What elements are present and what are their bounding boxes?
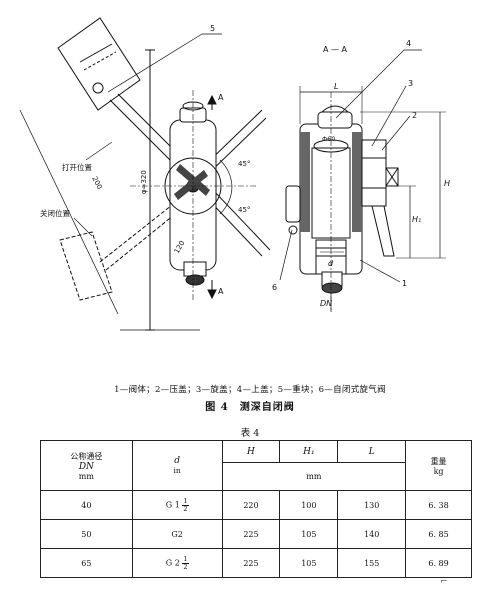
dim-H1: H₁ [412, 215, 421, 224]
parts-list-caption: 1—阀体；2—压盖；3—旋盖；4—上盖；5—重块；6—自闭式旋气阀 [114, 385, 386, 395]
header-d: d in [131, 440, 223, 491]
header-H1: H₁ [279, 440, 339, 463]
dim-320: φ≈320 [140, 170, 148, 194]
section-arrow-a-top: A [218, 93, 224, 102]
dim-L: L [334, 82, 338, 91]
part-number-4: 4 [406, 39, 411, 48]
dim-d: d [328, 259, 334, 268]
weight-bolt [92, 82, 104, 94]
weight-block-open [57, 17, 141, 111]
header-weight: 重量 kg [405, 440, 472, 491]
angle-45-upper: 45° [238, 160, 250, 168]
part-number-5: 5 [210, 24, 215, 33]
label-open-position: 打开位置 [62, 162, 92, 172]
part-number-6: 6 [272, 283, 277, 292]
dim-DN: DN [320, 299, 332, 308]
header-dn: 公称通径 DN mm [40, 440, 133, 491]
spec-table: 公称通径 DN mm d in H H₁ L 重量 kg mm 40 G 1 1… [40, 440, 472, 578]
dim-200: 200 [90, 175, 103, 191]
header-L: L [337, 440, 407, 463]
part-number-1: 1 [402, 279, 407, 288]
table-row: 50 G2 225 105 140 6. 85 [40, 519, 472, 549]
part-number-3: 3 [408, 79, 413, 88]
header-mm-unit: mm [221, 462, 407, 491]
valve-technical-drawing: A — A 打开位置 关闭位置 200 120 φ≈320 45° 45° A … [19, 17, 450, 331]
table-header-row: 公称通径 DN mm d in H H₁ L 重量 kg [40, 440, 472, 491]
header-H: H [221, 440, 281, 463]
angle-45-lower: 45° [238, 206, 250, 214]
table-title: 表 4 [240, 428, 260, 439]
label-closed-position: 关闭位置 [40, 208, 70, 218]
figure-title: 图 4 测深自闭阀 [205, 402, 295, 413]
part-number-2: 2 [412, 111, 417, 120]
corner-mark: ⌐ [440, 577, 448, 587]
section-label: A — A [323, 45, 348, 54]
dim-H: H [444, 179, 450, 188]
dim-phi60: Φ60 [322, 135, 335, 143]
weight-block-closed [59, 231, 113, 301]
section-arrow-a-bottom: A [218, 287, 224, 296]
